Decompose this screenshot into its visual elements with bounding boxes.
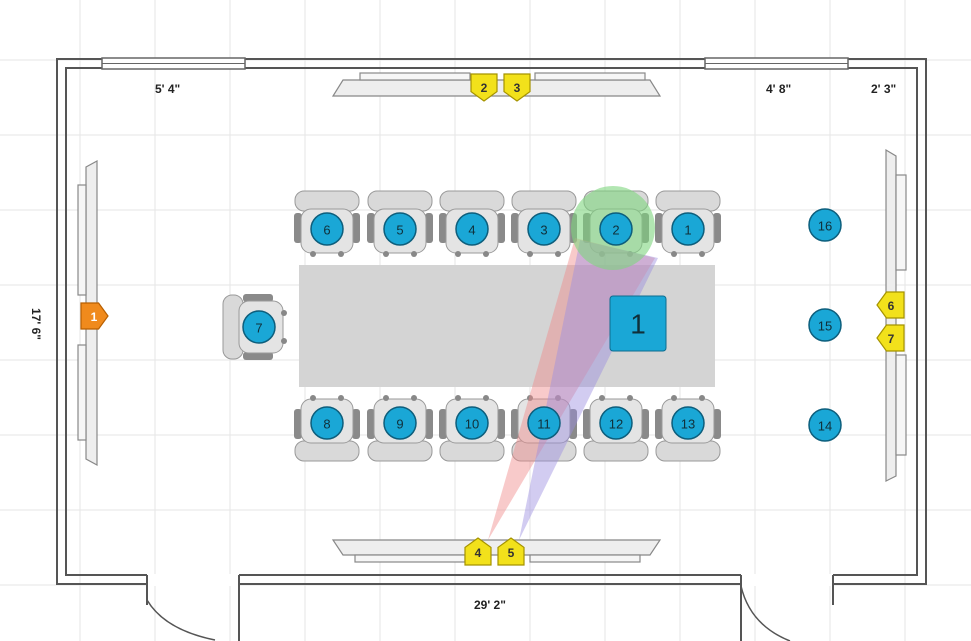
camera-label: 2: [481, 81, 488, 95]
seat-label: 15: [818, 319, 832, 334]
dimension-top-right-a: 4' 8": [766, 82, 791, 96]
seat-label: 2: [612, 223, 619, 238]
camera-icon: [876, 324, 905, 352]
camera-icon: [464, 537, 492, 566]
seat-label: 10: [465, 417, 479, 432]
seat-13[interactable]: 13: [671, 406, 705, 440]
seat-7[interactable]: 7: [242, 310, 276, 344]
seat-marker: [242, 310, 276, 344]
seat-4[interactable]: 4: [455, 212, 489, 246]
seat-marker: [383, 212, 417, 246]
seat-label: 1: [684, 223, 691, 238]
seat-15[interactable]: 15: [808, 308, 842, 342]
camera-5[interactable]: 5: [497, 537, 525, 566]
camera-icon: [80, 302, 109, 330]
seat-marker: [808, 208, 842, 242]
camera-label: 4: [475, 546, 482, 560]
camera-icon: [470, 73, 498, 102]
seat-2[interactable]: 2: [599, 212, 633, 246]
camera-label: 5: [508, 546, 515, 560]
seat-marker: [671, 212, 705, 246]
table-marker-label: 1: [630, 309, 646, 340]
dimension-width: 29' 2": [474, 598, 506, 612]
seat-marker: [310, 212, 344, 246]
camera-2[interactable]: 2: [470, 73, 498, 102]
seat-8[interactable]: 8: [310, 406, 344, 440]
camera-4[interactable]: 4: [464, 537, 492, 566]
seat-14[interactable]: 14: [808, 408, 842, 442]
seat-marker: [599, 406, 633, 440]
seat-label: 4: [468, 223, 475, 238]
seat-label: 13: [681, 417, 695, 432]
seat-6[interactable]: 6: [310, 212, 344, 246]
dimension-top-right-b: 2' 3": [871, 82, 896, 96]
seat-16[interactable]: 16: [808, 208, 842, 242]
camera-1[interactable]: 1: [80, 302, 109, 330]
doors: [146, 574, 834, 641]
seat-label: 9: [396, 417, 403, 432]
seat-label: 14: [818, 419, 832, 434]
seat-marker: [383, 406, 417, 440]
camera-3[interactable]: 3: [503, 73, 531, 102]
seat-label: 12: [609, 417, 623, 432]
camera-7[interactable]: 7: [876, 324, 905, 352]
display-bottom: [331, 539, 662, 556]
seat-marker: [808, 408, 842, 442]
seat-label: 11: [537, 417, 551, 432]
seat-5[interactable]: 5: [383, 212, 417, 246]
seat-10[interactable]: 10: [455, 406, 489, 440]
dimension-top-left: 5' 4": [155, 82, 180, 96]
seat-9[interactable]: 9: [383, 406, 417, 440]
seat-marker: [310, 406, 344, 440]
seat-11[interactable]: 11: [527, 406, 561, 440]
seat-marker: [671, 406, 705, 440]
seat-label: 6: [323, 223, 330, 238]
seat-marker: [455, 406, 489, 440]
camera-icon: [876, 291, 905, 319]
seat-marker: [455, 212, 489, 246]
seat-label: 8: [323, 417, 330, 432]
table-marker[interactable]: [609, 295, 667, 352]
walls: [56, 58, 927, 585]
camera-label: 3: [514, 81, 521, 95]
seat-label: 7: [255, 321, 262, 336]
camera-icon: [497, 537, 525, 566]
camera-icon: [503, 73, 531, 102]
seat-3[interactable]: 3: [527, 212, 561, 246]
camera-6[interactable]: 6: [876, 291, 905, 319]
seat-label: 16: [818, 219, 832, 234]
camera-label: 7: [888, 332, 895, 346]
seat-marker: [527, 406, 561, 440]
camera-label: 1: [91, 310, 98, 324]
seat-label: 5: [396, 223, 403, 238]
seat-12[interactable]: 12: [599, 406, 633, 440]
seat-1[interactable]: 1: [671, 212, 705, 246]
seat-label: 3: [540, 223, 547, 238]
dimension-height: 17' 6": [29, 308, 43, 340]
camera-label: 6: [888, 299, 895, 313]
seat-marker: [808, 308, 842, 342]
seat-marker: [599, 212, 633, 246]
seat-marker: [527, 212, 561, 246]
windows: [101, 57, 849, 70]
